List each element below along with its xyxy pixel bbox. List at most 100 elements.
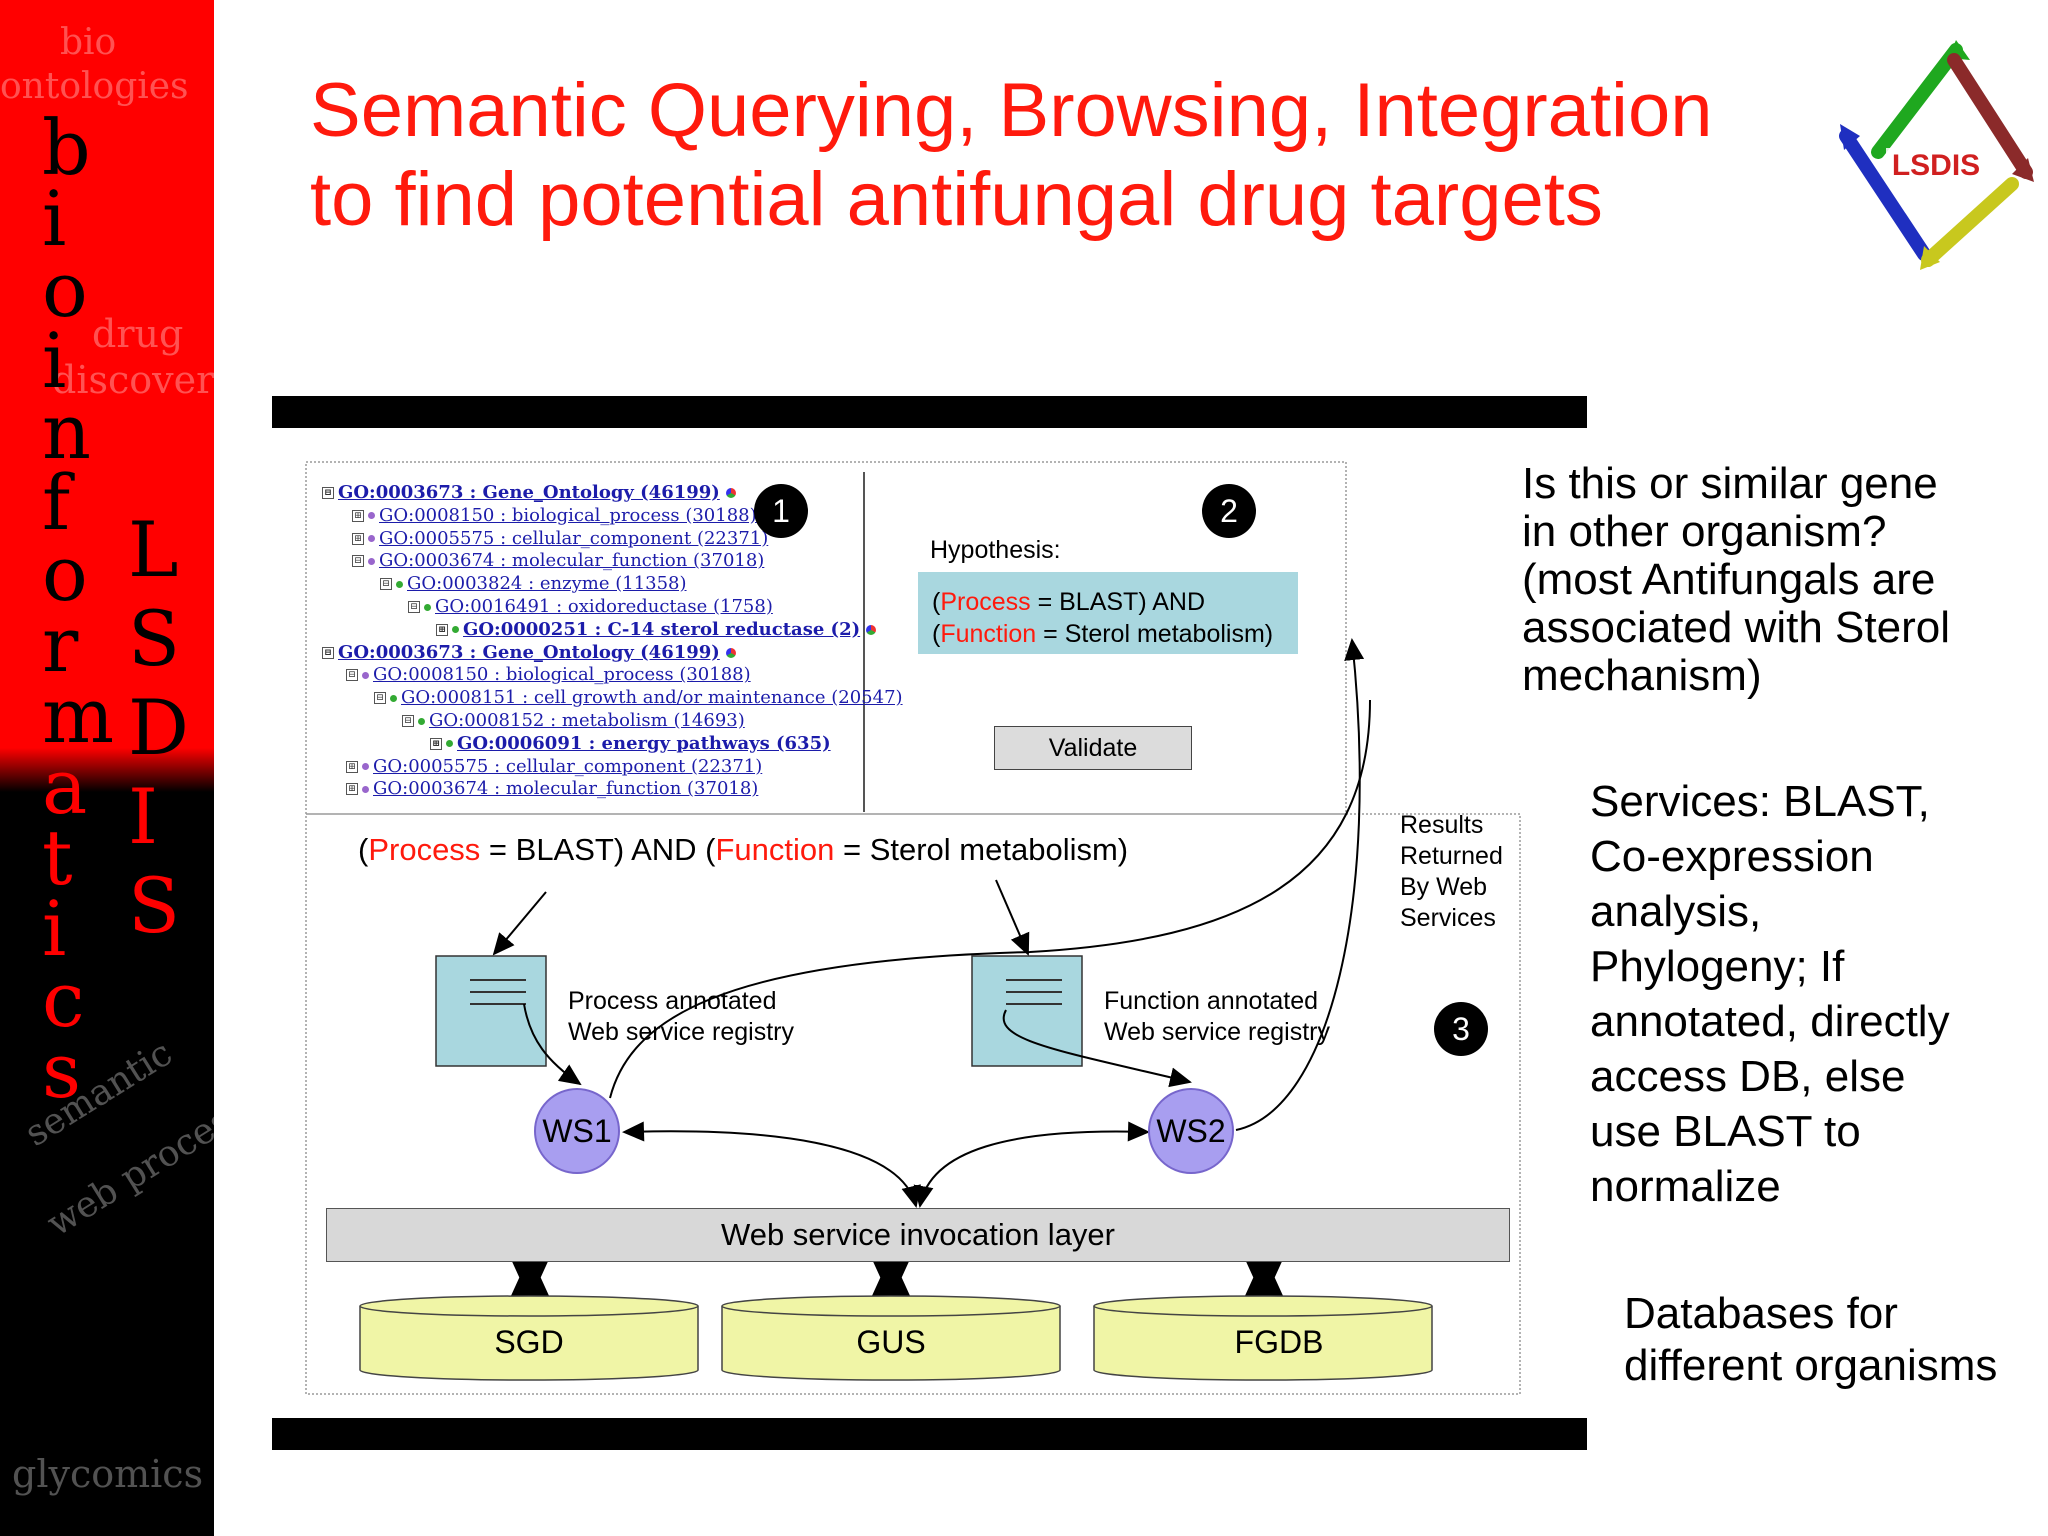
sidebar-black-panel xyxy=(0,770,214,1536)
go-tree-row[interactable]: ⊟ GO:0003673 : Gene_Ontology (46199) xyxy=(322,482,736,505)
sidebar-letter-0: b xyxy=(42,103,91,192)
tree-toggle-icon[interactable]: ⊟ xyxy=(402,715,414,727)
tree-toggle-icon[interactable]: ⊞ xyxy=(430,737,442,750)
go-tree-row[interactable]: ⊞ GO:0005575 : cellular_component (22371) xyxy=(346,756,762,779)
ws2-node: WS2 xyxy=(1148,1088,1234,1174)
sidebar-lsdis-letter-1: S xyxy=(128,594,181,683)
function-registry-document xyxy=(971,955,1083,1067)
go-tree-row[interactable]: ⊞ GO:0000251 : C-14 sterol reductase (2) xyxy=(436,618,877,642)
go-term-link[interactable]: GO:0008150 : biological_process (30188) xyxy=(379,504,757,526)
sidebar-word-discovery: discovery xyxy=(52,358,214,402)
term-dot-icon xyxy=(418,717,425,725)
hypothesis-box: (Process = BLAST) AND (Function = Sterol… xyxy=(918,572,1298,654)
sidebar-red-panel xyxy=(0,0,214,770)
go-tree-row[interactable]: ⊟ GO:0008151 : cell growth and/or mainten… xyxy=(374,687,903,710)
validate-button[interactable]: Validate xyxy=(994,726,1192,770)
term-dot-icon xyxy=(452,626,459,634)
tree-toggle-icon[interactable]: ⊟ xyxy=(322,646,334,659)
go-term-link[interactable]: GO:0008151 : cell growth and/or maintena… xyxy=(401,687,903,709)
query-expression: (Process = BLAST) AND (Function = Sterol… xyxy=(358,832,1129,867)
go-tree-row[interactable]: ⊞ GO:0003674 : molecular_function (37018) xyxy=(346,778,758,801)
sidebar-word-ontologies: ontologies xyxy=(0,66,189,107)
tree-toggle-icon[interactable]: ⊟ xyxy=(322,487,334,499)
sidebar-letter-8: m xyxy=(42,671,115,760)
database-label-fgdb: FGDB xyxy=(1234,1324,1324,1360)
go-term-link[interactable]: GO:0016491 : oxidoreductase (1758) xyxy=(435,596,773,617)
go-tree-row[interactable]: ⊞ GO:0008150 : biological_process (30188) xyxy=(352,505,757,528)
hypothesis-line-1: (Process = BLAST) AND xyxy=(932,588,1206,616)
term-dot-icon xyxy=(362,763,369,771)
go-tree-row[interactable]: ⊟ GO:0003824 : enzyme (11358) xyxy=(380,573,687,596)
color-tip-icon xyxy=(725,488,736,498)
hypothesis-line-2: (Function = Sterol metabolism) xyxy=(932,620,1274,648)
tree-toggle-icon[interactable]: ⊞ xyxy=(346,783,358,796)
sidebar-letter-13: s xyxy=(42,1026,82,1115)
term-dot-icon xyxy=(446,740,453,748)
sidebar-fade xyxy=(0,748,214,792)
database-label-sgd: SGD xyxy=(494,1324,564,1360)
tree-toggle-icon[interactable]: ⊞ xyxy=(346,760,358,773)
sidebar-letter-11: i xyxy=(42,884,67,973)
ws1-node: WS1 xyxy=(534,1088,620,1174)
sidebar-letter-6: o xyxy=(42,529,88,618)
term-dot-icon xyxy=(362,785,369,793)
go-term-link[interactable]: GO:0006091 : energy pathways (635) xyxy=(457,732,831,754)
term-dot-icon xyxy=(390,694,397,702)
sidebar-lsdis-letter-2: D xyxy=(128,683,189,772)
sidebar-letter-12: c xyxy=(42,955,85,1044)
go-term-link[interactable]: GO:0005575 : cellular_component (22371) xyxy=(373,755,763,777)
term-dot-icon xyxy=(368,557,375,565)
tree-toggle-icon[interactable]: ⊞ xyxy=(436,623,448,636)
hypothesis-label: Hypothesis: xyxy=(930,536,1061,564)
go-term-link[interactable]: GO:0003674 : molecular_function (37018) xyxy=(373,778,759,800)
tree-toggle-icon[interactable]: ⊞ xyxy=(352,532,364,545)
sidebar-letter-7: r xyxy=(42,600,79,689)
go-term-link[interactable]: GO:0003824 : enzyme (11358) xyxy=(407,573,687,595)
color-tip-icon xyxy=(866,624,877,635)
go-term-link[interactable]: GO:0005575 : cellular_component (22371) xyxy=(379,527,769,549)
term-dot-icon xyxy=(368,535,375,543)
logo-text: LSDIS xyxy=(1892,149,1980,182)
sidebar-letter-3: i xyxy=(42,316,67,405)
go-term-link[interactable]: GO:0003673 : Gene_Ontology (46199) xyxy=(338,482,720,503)
sidebar-letter-1: i xyxy=(42,174,67,263)
step-badge-2: 2 xyxy=(1202,484,1256,538)
database-cylinder-fgdb xyxy=(1093,1295,1433,1381)
bottom-divider-bar xyxy=(272,1418,1587,1450)
step-badge-1: 1 xyxy=(754,484,808,538)
go-term-link[interactable]: GO:0008152 : metabolism (14693) xyxy=(429,710,745,731)
process-panel-frame xyxy=(305,813,1521,1395)
color-tip-icon xyxy=(725,647,736,658)
tree-toggle-icon[interactable]: ⊟ xyxy=(374,692,386,705)
sidebar-banner: bio ontologies drug discovery semantic w… xyxy=(0,0,214,1536)
go-tree-row[interactable]: ⊟ GO:0008152 : metabolism (14693) xyxy=(402,710,745,733)
tree-toggle-icon[interactable]: ⊞ xyxy=(352,509,364,522)
go-tree-row[interactable]: ⊟ GO:0003674 : molecular_function (37018) xyxy=(352,550,764,573)
go-tree-row[interactable]: ⊟ GO:0008150 : biological_process (30188) xyxy=(346,664,751,687)
term-dot-icon xyxy=(362,671,369,679)
go-tree-row[interactable]: ⊞ GO:0005575 : cellular_component (22371) xyxy=(352,528,768,551)
tree-toggle-icon[interactable]: ⊟ xyxy=(408,601,420,613)
tree-toggle-icon[interactable]: ⊟ xyxy=(346,669,358,682)
sidebar-letter-5: f xyxy=(42,458,71,547)
go-term-link[interactable]: GO:0003674 : molecular_function (37018) xyxy=(379,550,765,572)
go-tree-row[interactable]: ⊞ GO:0006091 : energy pathways (635) xyxy=(430,733,831,756)
sidebar-letter-9: a xyxy=(42,742,88,831)
database-label-gus: GUS xyxy=(856,1324,926,1360)
go-term-link[interactable]: GO:0000251 : C-14 sterol reductase (2) xyxy=(463,618,861,640)
go-tree-row[interactable]: ⊟ GO:0003673 : Gene_Ontology (46199) xyxy=(322,642,736,665)
go-term-link[interactable]: GO:0008150 : biological_process (30188) xyxy=(373,664,751,686)
tree-toggle-icon[interactable]: ⊟ xyxy=(352,555,364,568)
sidebar-letter-2: o xyxy=(42,245,88,334)
tree-toggle-icon[interactable]: ⊟ xyxy=(380,578,392,591)
go-term-link[interactable]: GO:0003673 : Gene_Ontology (46199) xyxy=(338,641,720,663)
sidebar-word-bio: bio xyxy=(60,22,117,63)
top-divider-bar xyxy=(272,396,1587,428)
go-tree-row[interactable]: ⊟ GO:0016491 : oxidoreductase (1758) xyxy=(408,596,773,619)
web-service-invocation-layer: Web service invocation layer xyxy=(326,1208,1510,1262)
